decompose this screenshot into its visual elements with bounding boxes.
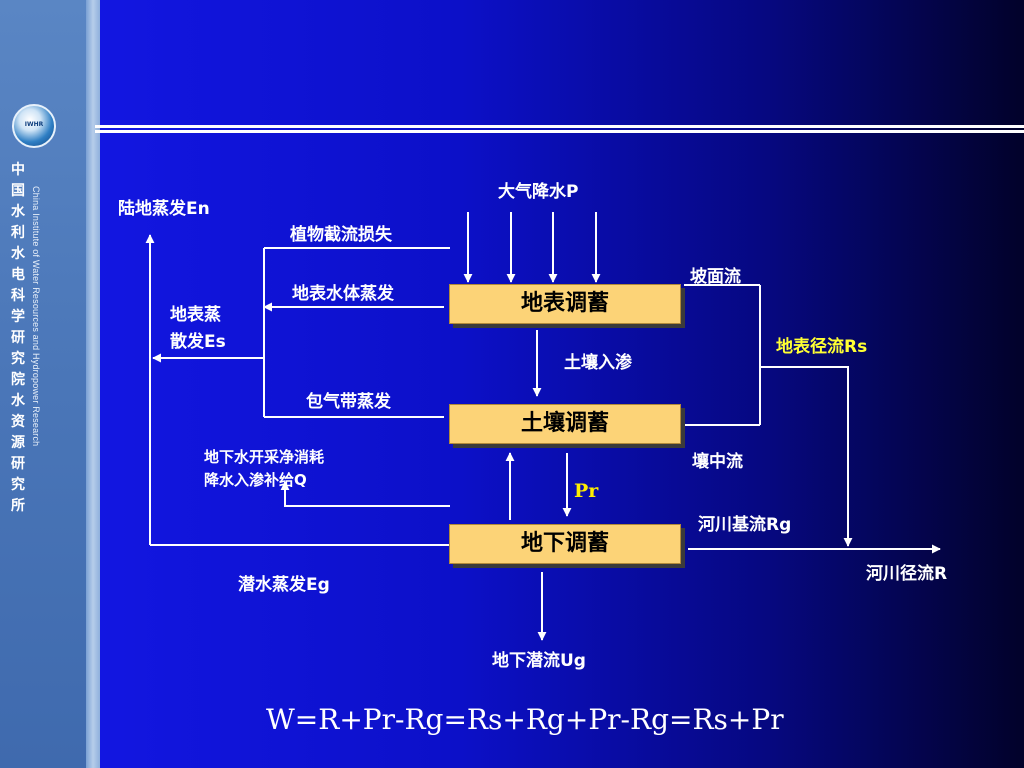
- slope-flow-label: 坡面流: [690, 267, 741, 287]
- institute-logo-icon: IWHR: [12, 104, 56, 148]
- org-name-char: 究: [11, 351, 25, 367]
- org-name-char: 源: [11, 435, 25, 451]
- phreatic-evaporation-label: 潜水蒸发Eg: [238, 575, 330, 595]
- groundwater-storage-box: 地下调蓄: [449, 524, 681, 564]
- precip-recharge-label: 降水入渗补给Q: [204, 471, 307, 489]
- surface-runoff-arrow: [760, 366, 853, 547]
- logo-text: IWHR: [24, 121, 44, 128]
- org-name-char: 研: [11, 456, 25, 472]
- soil-infiltration-label: 土壤入渗: [564, 353, 632, 373]
- interception-loss-label: 植物截流损失: [290, 225, 392, 245]
- surface-water-evaporation-label: 地表水体蒸发: [292, 284, 394, 304]
- sidebar: IWHR 中国水利水电科学研究院水资源研究所 China Institute o…: [0, 0, 100, 768]
- sidebar-edge: [86, 0, 100, 768]
- org-name-char: 研: [11, 330, 25, 346]
- river-runoff-label: 河川径流R: [866, 564, 948, 584]
- org-name-char: 水: [11, 393, 25, 409]
- river-baseflow-label: 河川基流Rg: [698, 515, 792, 535]
- org-name-cn: 中国水利水电科学研究院水资源研究所: [8, 160, 28, 517]
- org-name-char: 中: [11, 162, 25, 178]
- org-name-char: 科: [11, 288, 25, 304]
- surface-evapotranspiration-label-1: 地表蒸: [170, 305, 221, 325]
- vadose-zone-evaporation-label: 包气带蒸发: [306, 392, 391, 412]
- pr-label: Pr: [574, 480, 599, 502]
- underground-flow-label: 地下潜流Ug: [492, 651, 586, 671]
- exploitation-arrow: [280, 481, 450, 507]
- groundwater-consumption-label: 地下水开采净消耗: [204, 448, 325, 466]
- org-name-char: 电: [11, 267, 25, 283]
- precipitation-label: 大气降水P: [498, 182, 579, 202]
- org-name-char: 资: [11, 414, 25, 430]
- org-name-char: 所: [11, 498, 25, 514]
- org-name-char: 院: [11, 372, 25, 388]
- surface-storage-box: 地表调蓄: [449, 284, 681, 324]
- org-name-char: 利: [11, 225, 25, 241]
- surface-runoff-label: 地表径流Rs: [776, 337, 868, 357]
- org-name-en: China Institute of Water Resources and H…: [31, 186, 41, 447]
- interflow-label: 壤中流: [692, 452, 743, 472]
- land-evaporation-label: 陆地蒸发En: [118, 199, 210, 219]
- org-name-char: 水: [11, 204, 25, 220]
- header-divider-bottom: [95, 130, 1024, 133]
- org-name-char: 水: [11, 246, 25, 262]
- org-name-char: 究: [11, 477, 25, 493]
- water-balance-formula: W=R+Pr-Rg=Rs+Rg+Pr-Rg=Rs+Pr: [266, 703, 784, 736]
- soil-storage-box: 土壤调蓄: [449, 404, 681, 444]
- surface-evapotranspiration-label-2: 散发Es: [170, 332, 226, 352]
- org-name-char: 国: [11, 183, 25, 199]
- org-name-char: 学: [11, 309, 25, 325]
- header-divider-top: [95, 125, 1024, 128]
